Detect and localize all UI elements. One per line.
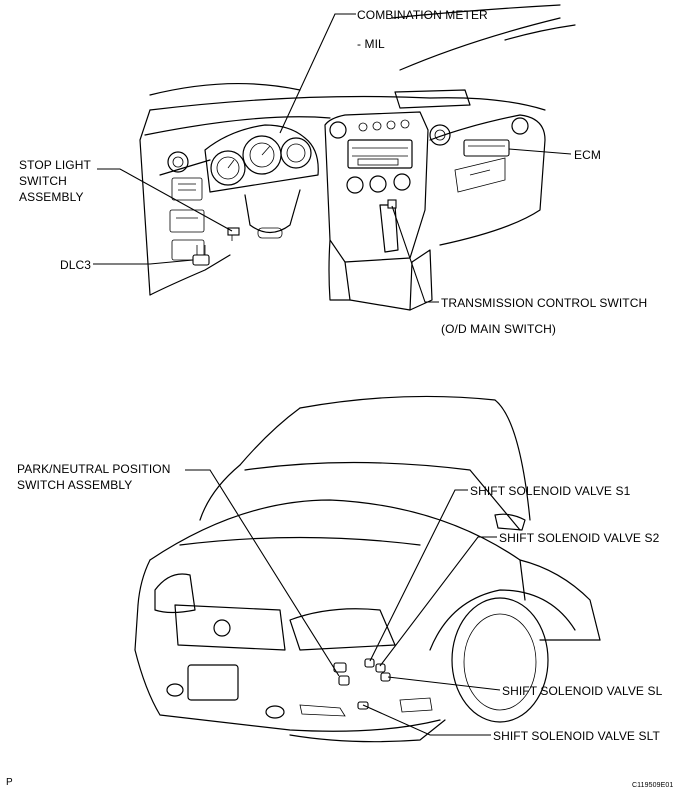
label-dlc3: DLC3 bbox=[60, 258, 92, 272]
page-letter: P bbox=[6, 777, 13, 788]
figure-code: C119509E01 bbox=[632, 782, 674, 789]
top-leader-lines bbox=[93, 13, 572, 303]
label-shift-solenoid-s2: SHIFT SOLENOID VALVE S2 bbox=[499, 531, 660, 545]
bottom-leader-lines bbox=[185, 469, 501, 736]
label-park-neutral-line1: PARK/NEUTRAL POSITION bbox=[17, 462, 171, 476]
label-shift-solenoid-s1: SHIFT SOLENOID VALVE S1 bbox=[470, 484, 631, 498]
vehicle-front-drawing bbox=[134, 395, 601, 743]
label-transmission-control-switch: TRANSMISSION CONTROL SWITCH bbox=[441, 296, 648, 310]
label-shift-solenoid-sl: SHIFT SOLENOID VALVE SL bbox=[502, 684, 663, 698]
label-stop-light-switch-line1: STOP LIGHT bbox=[19, 158, 91, 172]
label-ecm: ECM bbox=[574, 148, 601, 162]
label-stop-light-switch-line3: ASSEMBLY bbox=[19, 190, 84, 204]
label-stop-light-switch-line2: SWITCH bbox=[19, 174, 67, 188]
label-od-main-switch: (O/D MAIN SWITCH) bbox=[441, 322, 557, 336]
label-combination-meter: COMBINATION METER bbox=[357, 8, 488, 22]
label-shift-solenoid-slt: SHIFT SOLENOID VALVE SLT bbox=[493, 729, 660, 743]
instrument-panel-drawing bbox=[139, 4, 576, 311]
label-park-neutral-line2: SWITCH ASSEMBLY bbox=[17, 478, 133, 492]
label-mil: - MIL bbox=[357, 37, 385, 51]
